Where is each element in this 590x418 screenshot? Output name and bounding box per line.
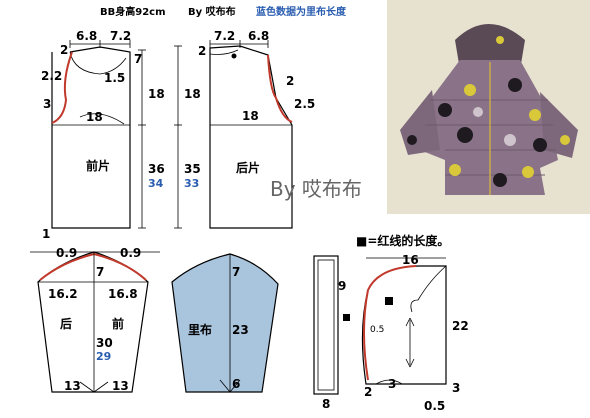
sleeve-cuff-right: 13 bbox=[112, 379, 129, 393]
front-neck-inner: 1.5 bbox=[104, 71, 125, 85]
back-length-lining: 33 bbox=[184, 177, 199, 190]
front-bodice-outline bbox=[51, 46, 131, 229]
hood-right-side: 22 bbox=[452, 319, 469, 333]
back-neck-dot bbox=[231, 53, 237, 59]
sleeve-name-back: 后 bbox=[60, 316, 72, 331]
sleeve-width-left: 16.2 bbox=[48, 287, 78, 301]
back-bodice-name: 后片 bbox=[236, 160, 260, 175]
back-shoulder-right: 6.8 bbox=[248, 29, 269, 43]
hood-top: 16 bbox=[402, 253, 419, 267]
back-armhole-mark: 2 bbox=[286, 74, 294, 88]
back-armhole-curve: 2.5 bbox=[294, 97, 315, 111]
back-shoulder-left: 7.2 bbox=[214, 29, 235, 43]
collar-strip-marker bbox=[343, 314, 350, 321]
hood-dart bbox=[410, 265, 447, 313]
back-armhole-red bbox=[267, 54, 293, 123]
back-length-total: 35 bbox=[184, 162, 201, 176]
back-neck-curve bbox=[209, 49, 239, 55]
hood-bottom-right: 3 bbox=[452, 381, 460, 395]
front-length-upper: 18 bbox=[148, 87, 165, 101]
lining-sleeve-pattern: 7 里布 23 6 bbox=[171, 253, 279, 393]
jacket-photo bbox=[387, 0, 590, 214]
back-bodice-outline bbox=[209, 45, 293, 229]
sleeve-cap-height: 7 bbox=[96, 265, 104, 279]
jacket-hood bbox=[455, 24, 525, 70]
front-chest-curve bbox=[79, 113, 125, 125]
front-bodice-name: 前片 bbox=[86, 158, 110, 173]
collar-strip: 9 8 bbox=[313, 255, 350, 411]
hood-bottom-left: 2 bbox=[364, 385, 372, 399]
back-chest-width: 18 bbox=[242, 109, 259, 123]
hood-pattern: ■=红线的长度。 16 0.5 22 2 3 3 0.5 bbox=[356, 233, 469, 413]
sleeve-cap-left: 0.9 bbox=[56, 246, 77, 260]
back-length-upper: 18 bbox=[184, 87, 201, 101]
front-armhole-curve: 2.2 bbox=[41, 69, 62, 83]
lining-cuff-mark: 6 bbox=[232, 377, 240, 391]
hood-marker bbox=[385, 297, 393, 305]
hood-bottom-mid: 3 bbox=[388, 377, 396, 391]
hood-edge-red bbox=[363, 289, 369, 381]
lining-sleeve-name: 里布 bbox=[188, 322, 212, 337]
hood-legend: ■=红线的长度。 bbox=[356, 233, 449, 248]
hood-top-red bbox=[367, 265, 417, 291]
sleeve-length: 30 bbox=[96, 336, 113, 350]
lining-cap-height: 7 bbox=[232, 265, 240, 279]
hood-left-side: 0.5 bbox=[370, 325, 384, 335]
front-length-total: 36 bbox=[148, 162, 165, 176]
front-hem-mark: 1 bbox=[42, 227, 50, 241]
front-bodice: 6.8 7.2 2 7 2.2 3 1.5 18 18 36 34 前片 1 bbox=[41, 29, 165, 241]
front-shoulder-right: 7.2 bbox=[110, 29, 131, 43]
watermark-text: By 哎布布 bbox=[270, 177, 362, 201]
front-length-lining: 34 bbox=[148, 177, 164, 190]
collar-strip-inner bbox=[317, 259, 335, 391]
sleeve-cuff-left: 13 bbox=[64, 379, 81, 393]
hood-bottom-curve bbox=[375, 379, 403, 385]
sleeve-pattern: 0.9 0.9 7 16.2 16.8 后 前 30 29 13 13 bbox=[30, 246, 160, 393]
back-neck-drop: 2 bbox=[198, 44, 206, 58]
front-shoulder-slope: 7 bbox=[134, 52, 142, 66]
size-label: BB身高92cm bbox=[100, 5, 166, 18]
lining-length: 23 bbox=[232, 323, 249, 337]
collar-strip-height: 9 bbox=[338, 279, 346, 293]
collar-strip-outline bbox=[313, 255, 339, 395]
front-shoulder-left: 6.8 bbox=[76, 29, 97, 43]
back-bodice: 7.2 6.8 2 2 2.5 18 18 35 33 后片 bbox=[174, 29, 315, 229]
jacket-body bbox=[420, 60, 558, 195]
front-armhole-depth: 3 bbox=[43, 97, 51, 111]
front-neck-curve bbox=[69, 51, 127, 75]
front-neck-drop: 2 bbox=[60, 43, 68, 57]
collar-strip-width: 8 bbox=[322, 397, 330, 411]
by-label: By 哎布布 bbox=[188, 5, 236, 18]
sleeve-name-front: 前 bbox=[112, 316, 124, 331]
lining-note: 蓝色数据为里布长度 bbox=[256, 5, 347, 18]
sleeve-outline bbox=[37, 251, 149, 393]
front-chest-width: 18 bbox=[86, 110, 103, 124]
sleeve-cap-right: 0.9 bbox=[120, 246, 141, 260]
hood-bottom-offset: 0.5 bbox=[424, 399, 445, 413]
front-armhole-red bbox=[51, 51, 73, 124]
sleeve-length-lining: 29 bbox=[96, 350, 111, 363]
sleeve-width-right: 16.8 bbox=[108, 287, 138, 301]
